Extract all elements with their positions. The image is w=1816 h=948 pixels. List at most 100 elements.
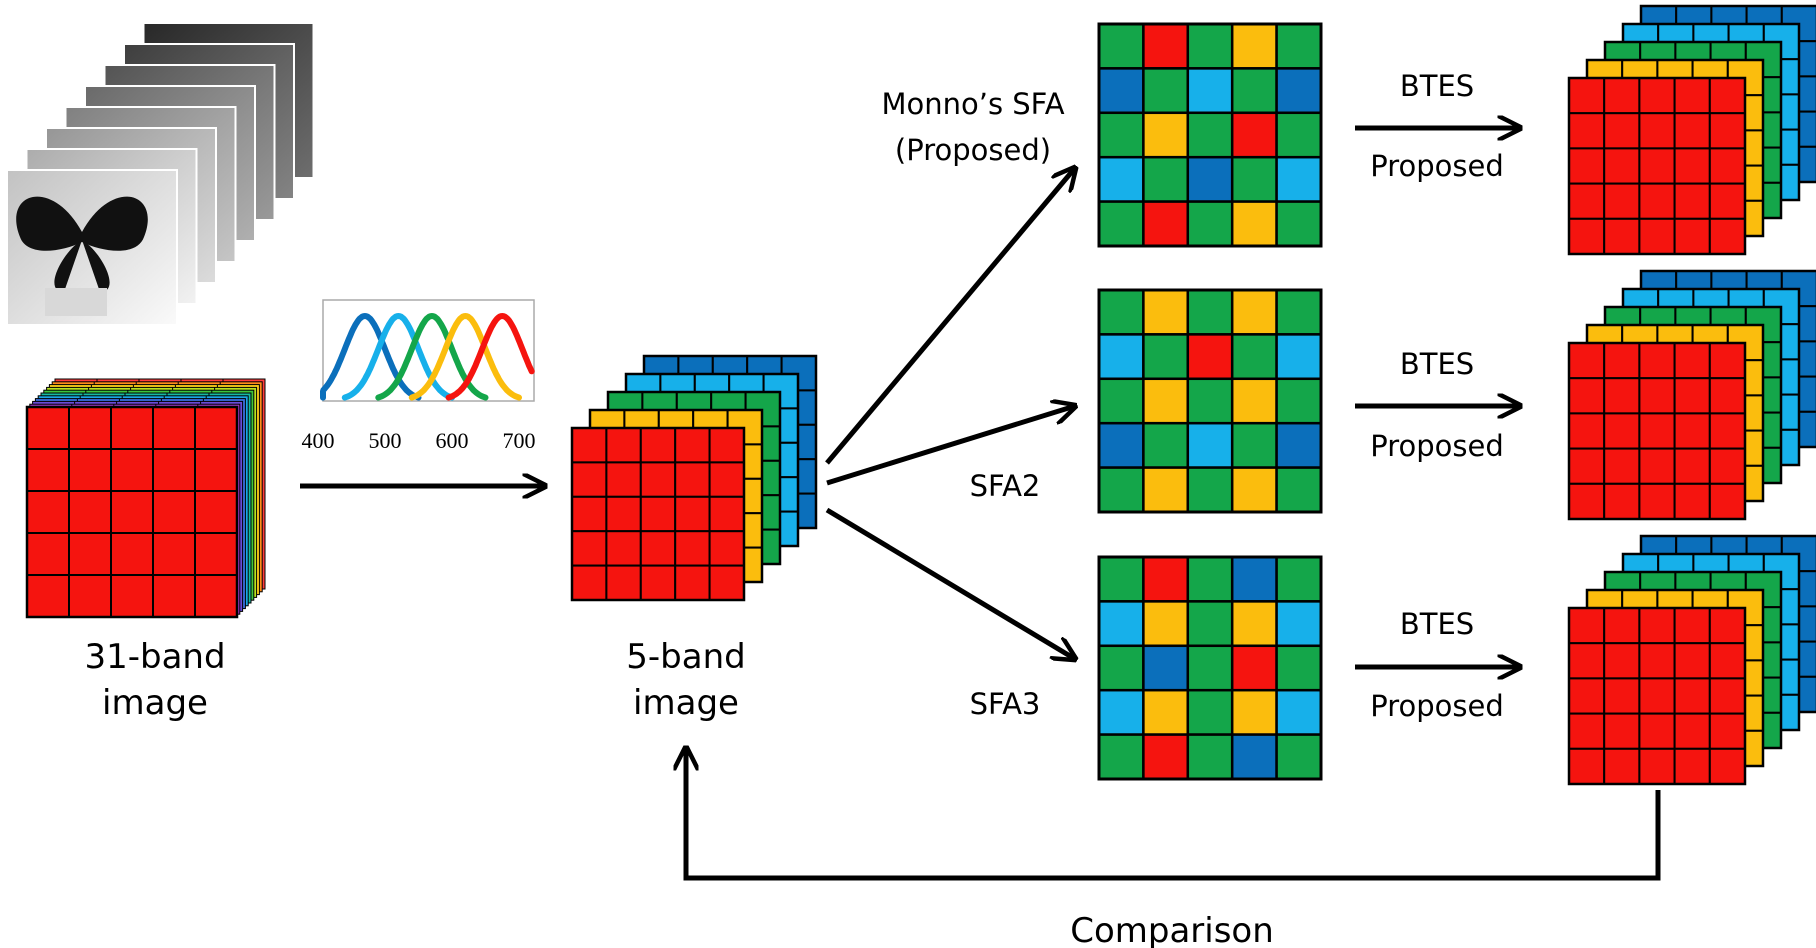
spectral-sensitivity-plot: 400 500 600 700 [302, 299, 536, 453]
grid-cell [1230, 421, 1278, 469]
grid-cell [1230, 333, 1278, 381]
grid-cell [1638, 607, 1676, 645]
grid-cell [1603, 642, 1641, 680]
grid-cell [674, 530, 711, 567]
grid-cell [1275, 555, 1323, 603]
grid-cell [1230, 555, 1278, 603]
grid-cell [571, 530, 608, 567]
grid-cell [194, 532, 238, 576]
grid-cell [1708, 342, 1747, 380]
grid-cell [1142, 688, 1190, 736]
grid-cell [1186, 733, 1234, 781]
grid-cell [1097, 288, 1145, 336]
grid-cell [1603, 217, 1641, 256]
grid-cell [1097, 688, 1145, 736]
grid-cell [1673, 642, 1711, 680]
grid-cell [1568, 342, 1606, 380]
grid-cell [1638, 182, 1676, 220]
grid-cell [1708, 217, 1747, 256]
grid-cell [1638, 217, 1676, 256]
grid-cell [1568, 377, 1606, 415]
grid-cell [1568, 712, 1606, 750]
grid-cell [110, 490, 154, 534]
hyperspectral-cube-31-band [25, 378, 266, 619]
grid-cell [1673, 342, 1711, 380]
grid-cell [1638, 147, 1676, 185]
grid-cell [1638, 642, 1676, 680]
grid-border [570, 426, 746, 602]
grid-cell [1142, 22, 1190, 70]
grid-cell [1275, 111, 1323, 159]
grid-cell [1673, 182, 1711, 220]
grid-cell [674, 427, 711, 464]
cube-front-layer [1567, 606, 1747, 786]
grid-cell [1230, 733, 1278, 781]
grid-cell [1275, 200, 1323, 248]
sfa-grid [1097, 555, 1323, 781]
grid-cell [194, 574, 238, 618]
output-cube-3 [1567, 534, 1816, 786]
grid-cell [1568, 482, 1606, 520]
arrow-to-sfa3 [825, 507, 1075, 659]
grid-cell [1275, 377, 1323, 425]
cube-front-layer [570, 426, 746, 602]
grid-cell [1186, 688, 1234, 736]
grid-cell [1673, 677, 1711, 715]
grid-cell [639, 427, 677, 464]
grid-cell [1230, 22, 1278, 70]
grid-cell [1673, 412, 1711, 450]
grid-cell [1275, 421, 1323, 469]
grid-cell [1230, 67, 1278, 115]
grid-cell [1142, 644, 1190, 692]
btes-label-1: BTES [1400, 69, 1474, 103]
grid-cell [1568, 182, 1606, 220]
grid-cell [1638, 112, 1676, 150]
grid-cell [1708, 182, 1747, 220]
grid-cell [1142, 555, 1190, 603]
grid-cell [1673, 377, 1711, 415]
grid-cell [1603, 77, 1641, 115]
grid-cell [1186, 466, 1234, 514]
grid-cell [1673, 147, 1711, 185]
grid-cell [152, 574, 196, 618]
grid-cell [1230, 688, 1278, 736]
input-label-line1: 31-band [84, 637, 225, 677]
tick-label-400: 400 [302, 428, 335, 453]
grid-cell [1603, 482, 1641, 520]
grid-cell [1097, 555, 1145, 603]
grid-cell [1708, 677, 1747, 715]
grid-cell [1230, 288, 1278, 336]
btes-label-2: BTES [1400, 347, 1474, 381]
grid-cell [152, 448, 196, 492]
grid-cell [1186, 600, 1234, 648]
grid-cell [639, 564, 677, 601]
grid-cell [1603, 747, 1641, 785]
grid-cell [1708, 377, 1747, 415]
grid-cell [1275, 22, 1323, 70]
grid-cell [1638, 482, 1676, 520]
comparison-label: Comparison [1070, 911, 1274, 948]
sfa-grid [1097, 22, 1323, 248]
grid-cell [1186, 200, 1234, 248]
proposed-label-1: Proposed [1370, 149, 1504, 183]
sfa1-label-line2: (Proposed) [895, 133, 1051, 167]
grid-cell [1186, 22, 1234, 70]
grid-cell [708, 427, 745, 464]
grid-cell [1186, 421, 1234, 469]
grid-cell [1142, 600, 1190, 648]
grid-cell [1230, 200, 1278, 248]
grid-border [1567, 341, 1747, 521]
grid-cell [1230, 111, 1278, 159]
grid-cell [1708, 712, 1747, 750]
grid-cell [194, 406, 238, 450]
grid-cell [571, 461, 608, 498]
grid-cell [1708, 747, 1747, 785]
grid-cell [1638, 712, 1676, 750]
grid-cell [1142, 421, 1190, 469]
grid-cell [1568, 607, 1606, 645]
grid-cell [1275, 466, 1323, 514]
grid-cell [1186, 377, 1234, 425]
grid-cell [1097, 466, 1145, 514]
grid-cell [1097, 111, 1145, 159]
